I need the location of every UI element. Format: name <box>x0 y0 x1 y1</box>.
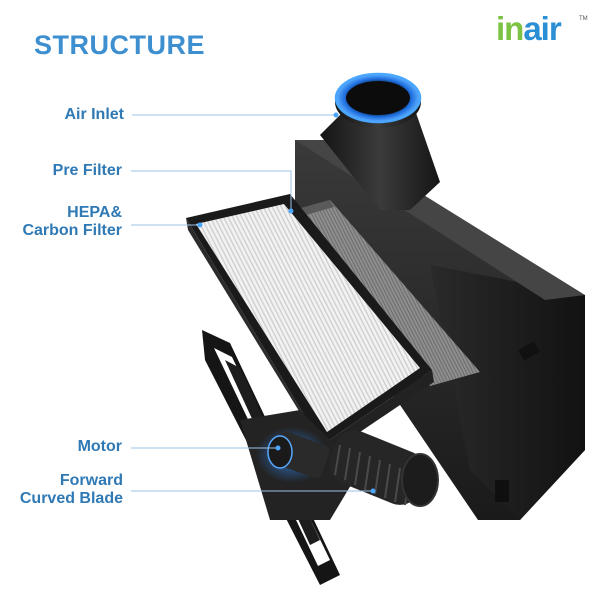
hepa-carbon-filter <box>186 194 434 455</box>
label-motor: Motor <box>78 438 122 456</box>
label-pre-filter-text: Pre Filter <box>52 162 122 179</box>
label-air-inlet-text: Air Inlet <box>64 106 124 123</box>
label-hepa-line1: HEPA& <box>67 204 122 221</box>
label-hepa-line2: Carbon Filter <box>22 222 122 239</box>
label-blade-line2: Curved Blade <box>19 490 123 507</box>
leader-lines <box>131 114 373 492</box>
blower-wheel <box>328 430 439 507</box>
leader-pre-filter <box>131 170 292 210</box>
label-air-inlet: Air Inlet <box>64 106 124 124</box>
brand-logo: inair TM <box>496 10 588 48</box>
label-forward-curved-blade: Forward Curved Blade <box>20 472 123 508</box>
dot-air-inlet <box>333 112 339 118</box>
leader-dots <box>197 112 376 494</box>
air-inlet-duct <box>320 72 440 210</box>
label-hepa-carbon-filter: HEPA& Carbon Filter <box>22 204 122 240</box>
page-title: STRUCTURE <box>34 30 205 60</box>
label-pre-filter: Pre Filter <box>53 162 122 180</box>
logo-part-air: air <box>523 10 561 47</box>
dot-motor <box>275 445 281 451</box>
dot-pre-filter <box>288 208 294 214</box>
dot-blade <box>370 488 376 494</box>
logo-trademark: TM <box>579 16 588 22</box>
label-motor-text: Motor <box>77 438 122 455</box>
logo-part-in: in <box>496 10 524 47</box>
motor <box>256 427 330 483</box>
label-blade-line1: Forward <box>59 472 123 489</box>
dot-hepa <box>197 222 203 228</box>
